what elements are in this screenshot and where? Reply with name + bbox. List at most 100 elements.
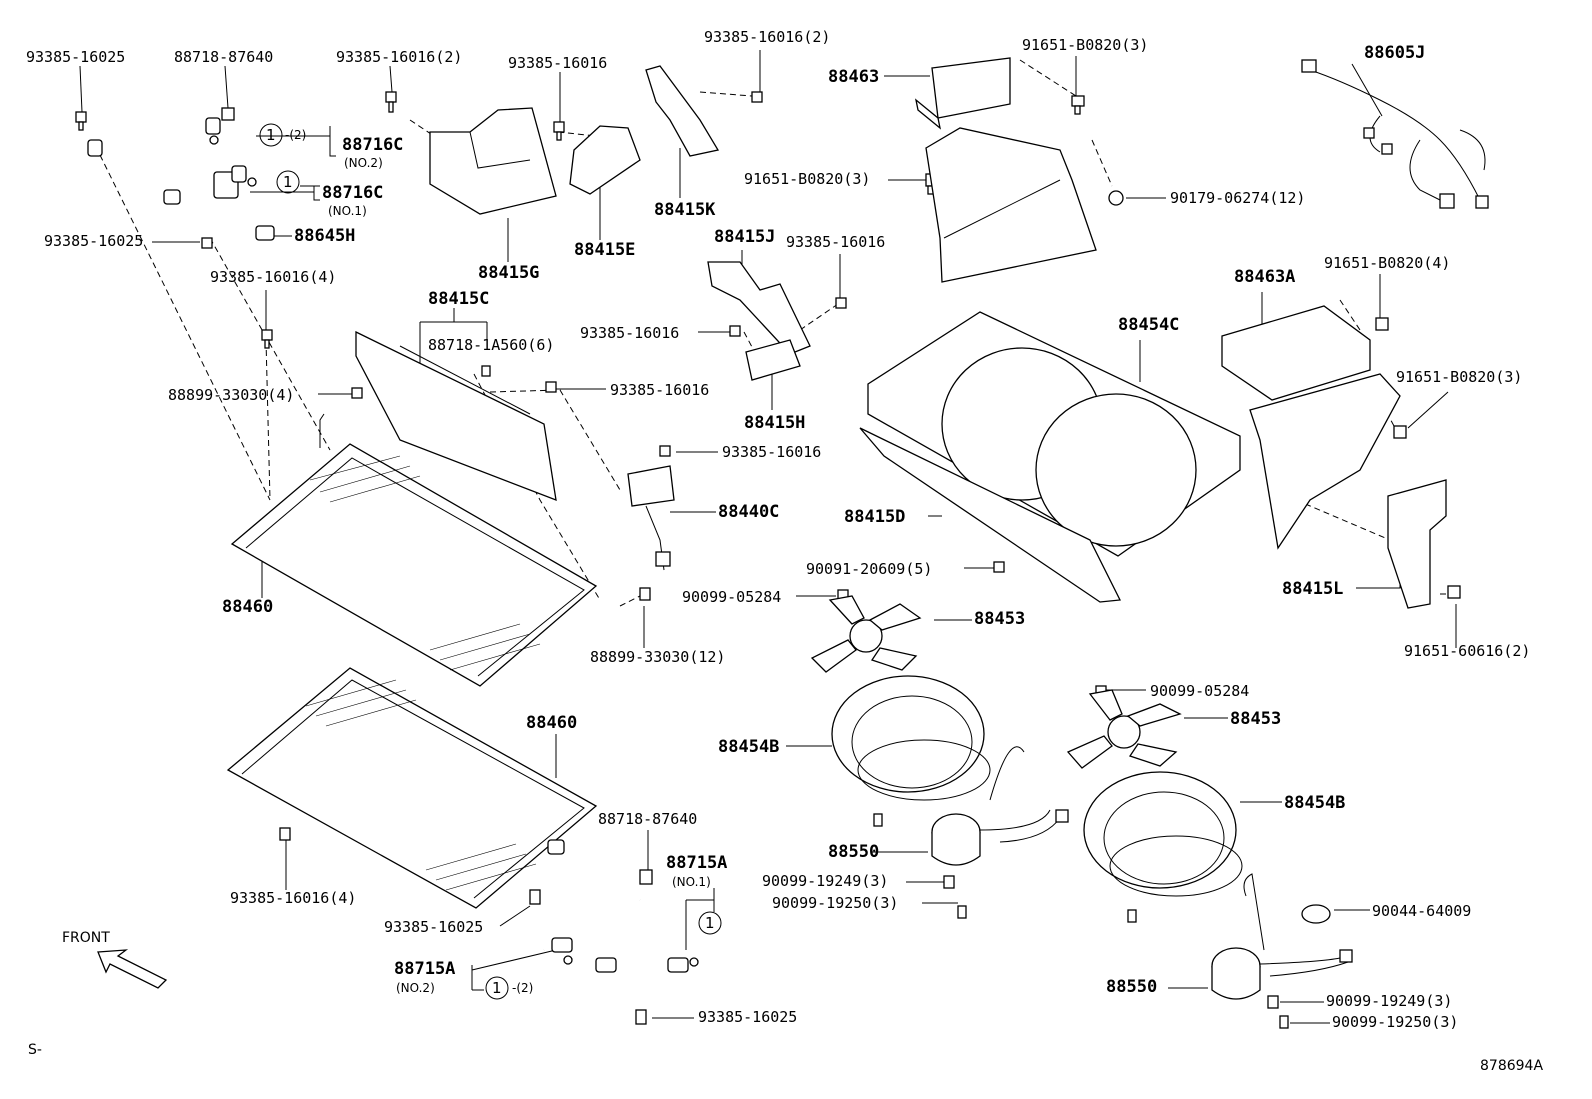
label-front: FRONT [62,930,110,946]
label-88716c-no2: 88716C [342,135,403,155]
bracket-88415h [745,339,801,381]
callout-circle-1a [259,123,283,147]
fan-shroud-88454b-right [1083,771,1243,897]
label-s-mark: S- [28,1042,42,1058]
label-88415c: 88415C [428,289,489,309]
bolt [751,91,763,103]
label-88550-right: 88550 [1106,977,1157,997]
bolt [1279,1015,1289,1029]
callout-1a-number: 1 [266,126,276,144]
leader-lines [79,50,1457,1024]
label-91651-b0820-4: 91651-B0820(4) [1324,254,1450,272]
bracket-88415l [1387,479,1447,609]
label-93385-16025-mid: 93385-16025 [44,232,143,250]
label-90099-19249-3-right: 90099-19249(3) [1326,992,1452,1010]
bolt [1267,995,1279,1009]
condenser-fin-hatching [305,679,537,891]
bolt [201,237,213,249]
label-93385-16016-4-bottom: 93385-16016(4) [230,889,356,907]
label-no2-b: (NO.2) [396,981,435,995]
label-88550-left: 88550 [828,842,879,862]
fan-88453-top [810,595,922,673]
bolt [1393,425,1407,439]
callout-1d-number: 1 [492,979,502,997]
condenser-88460-top [230,443,598,687]
label-88715a-no1: 88715A [666,853,727,873]
callouts: 1 -(2) 1 1 1 -(2) [259,123,722,1000]
bolt [957,905,967,919]
label-88453-bottom: 88453 [1230,709,1281,729]
bolt [545,381,557,393]
bolt [351,387,363,399]
bolt [553,121,565,141]
bolt [221,107,235,121]
callout-circle-1c [698,911,722,935]
label-88415k: 88415K [654,200,716,220]
bracket-88463 [915,57,1011,130]
label-93385-16016-h: 93385-16016 [580,324,679,342]
label-90091-20609-5: 90091-20609(5) [806,560,932,578]
fan-support-88454c [859,311,1241,603]
bolt [385,91,397,113]
label-88454c: 88454C [1118,315,1179,335]
callout-1d-suffix: -(2) [512,981,533,995]
label-90099-19250-3-left: 90099-19250(3) [772,894,898,912]
bolt [993,561,1005,573]
nut [1108,190,1124,206]
label-88899-33030-12: 88899-33030(12) [590,648,725,666]
bracket-88463a [1221,305,1401,550]
callout-1c-number: 1 [705,914,715,932]
label-88440c: 88440C [718,502,779,522]
bracket-88415c [355,330,557,502]
fan-88453-bottom [1066,689,1182,769]
label-88718-87640-top: 88718-87640 [174,48,273,66]
bolt [835,297,847,309]
bracket-88415e [569,125,641,195]
condenser-fin-hatching [309,455,541,671]
bolt [75,111,87,131]
label-88454b-right: 88454B [1284,793,1345,813]
callout-circle-1b [276,170,300,194]
label-91651-b0820-3-right: 91651-B0820(3) [1396,368,1522,386]
label-93385-16025-top: 93385-16025 [26,48,125,66]
condenser-88460-bottom [226,667,598,909]
label-88716c-no1: 88716C [322,183,383,203]
label-93385-16016-j: 93385-16016 [786,233,885,251]
bolt [659,445,671,457]
label-88899-33030-4: 88899-33030(4) [168,386,294,404]
label-88415g: 88415G [478,263,539,283]
label-88463: 88463 [828,67,879,87]
fan-motor-88550-left [931,746,1069,866]
bracket-88415j [707,261,811,355]
label-93385-16016-2-right: 93385-16016(2) [704,28,830,46]
label-93385-16016-bracket-e: 93385-16016 [508,54,607,72]
label-91651-b0820-3-left: 91651-B0820(3) [744,170,870,188]
bolt [635,1009,647,1025]
part-labels: 93385-16025 88718-87640 93385-16016(2) 9… [26,28,1543,1074]
bolt [1071,95,1085,115]
label-93385-16016-440c: 93385-16016 [722,443,821,461]
label-88645h: 88645H [294,226,355,246]
label-no1-b: (NO.1) [672,875,711,889]
fan-shroud-88454b-left [831,675,991,801]
clamp [1301,904,1331,924]
label-88415l: 88415L [1282,579,1343,599]
shroud-88463 [925,127,1097,283]
fan-motor-88550-right [1211,873,1353,1000]
bolt [873,813,883,827]
bolt [529,889,541,905]
bolt [279,827,291,841]
label-no2-a: (NO.2) [344,156,383,170]
front-arrow-icon [97,949,168,989]
label-88718-1a560-6: 88718-1A560(6) [428,336,554,354]
diagram-id: 878694A [1480,1058,1543,1074]
label-90179-06274-12: 90179-06274(12) [1170,189,1305,207]
bolt [639,587,651,601]
pipe-88715a [542,839,699,978]
callout-1a-suffix: -(2) [285,128,306,142]
label-88605j: 88605J [1364,43,1425,63]
label-90099-05284-top: 90099-05284 [682,588,781,606]
label-88460-bottom: 88460 [526,713,577,733]
label-88415e: 88415E [574,240,635,260]
